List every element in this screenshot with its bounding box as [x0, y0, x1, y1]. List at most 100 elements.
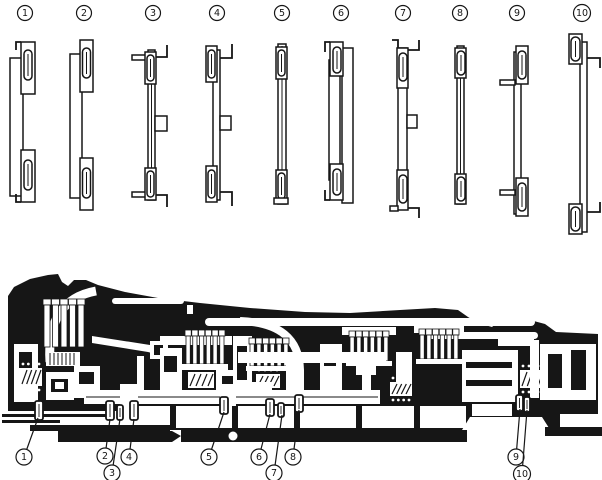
callout-circle	[103, 464, 121, 480]
bearing-dot	[391, 376, 395, 380]
clutch-finger	[426, 334, 432, 360]
callout-10: 10	[512, 409, 532, 480]
clutch-finger	[69, 304, 76, 348]
part-profile-3	[131, 45, 168, 207]
bearing-dot	[407, 398, 411, 402]
flange-hook	[587, 57, 601, 68]
bearing-dot	[32, 388, 36, 392]
bearing-dot	[32, 362, 36, 366]
case-rib	[176, 406, 232, 428]
clutch-finger-cap	[268, 337, 276, 345]
part-number-circle	[16, 4, 34, 22]
callout-label: 8	[290, 452, 296, 463]
part-number-5: 5	[273, 4, 291, 22]
callout-label: 6	[256, 452, 262, 463]
lever-link	[137, 356, 144, 398]
clutch-finger	[453, 334, 459, 360]
assembly-2	[160, 329, 250, 402]
detail-line	[207, 373, 214, 387]
detail-line	[273, 375, 280, 387]
return-spring	[20, 362, 42, 392]
callout-leader-line	[521, 409, 528, 475]
clutch-finger	[446, 334, 452, 360]
lever-arm	[92, 336, 167, 357]
bottom-structure	[2, 414, 602, 442]
clutch-finger	[433, 334, 439, 360]
return-spring	[188, 366, 214, 394]
cutout-shape	[154, 345, 163, 355]
callout-label: 7	[271, 468, 277, 479]
callout-label: 1	[21, 452, 27, 463]
detail-line	[26, 369, 33, 385]
callout-3: 3	[103, 418, 121, 480]
bearing-dot	[527, 364, 531, 368]
part-column-7: 7	[389, 4, 420, 218]
clutch-finger-cap	[218, 329, 226, 337]
part-shape	[579, 41, 588, 233]
bottom-band-left	[58, 431, 181, 442]
part-number-circle	[451, 4, 469, 22]
clutch-finger	[192, 335, 198, 365]
case-channel	[112, 298, 184, 304]
clutch-finger-cap	[51, 298, 60, 306]
callout-circle	[507, 448, 525, 466]
intermediate-shaft	[238, 352, 386, 363]
callout-8: 8	[284, 409, 302, 466]
clutch-finger-cap	[76, 298, 86, 306]
part-shape	[499, 79, 516, 86]
part-shape	[328, 59, 341, 181]
clutch-finger	[219, 335, 225, 365]
part-number-circle	[208, 4, 226, 22]
flange-hook	[220, 44, 233, 59]
callout-2: 2	[96, 418, 114, 465]
part-number-10: 10	[572, 3, 592, 23]
bearing-dot	[37, 388, 41, 392]
part-number-6: 6	[332, 4, 350, 22]
assembly-right	[498, 336, 596, 400]
part-number-label: 8	[457, 8, 463, 19]
part-number-label: 3	[150, 8, 156, 19]
part-column-3: 3	[131, 4, 168, 207]
callout-1: 1	[15, 417, 39, 466]
cutout-shape	[548, 354, 562, 388]
case-channel-long	[205, 318, 535, 326]
part-number-circle	[273, 4, 291, 22]
part-number-label: 7	[400, 8, 406, 19]
clutch-finger-cap	[262, 337, 270, 345]
part-profile-8	[454, 45, 467, 205]
clutch-finger	[52, 304, 59, 348]
part-profile-1	[9, 41, 36, 203]
bearing-dot	[21, 388, 25, 392]
part-shape	[499, 189, 516, 196]
clutch-finger-cap	[368, 330, 376, 338]
drain-hole	[228, 431, 238, 441]
callout-label: 3	[109, 468, 115, 479]
cross-section-illustration	[2, 274, 602, 442]
bearing-dot	[391, 398, 395, 402]
clutch-finger-cap	[198, 329, 206, 337]
part-column-1: 1	[9, 4, 36, 203]
bottom-band-center	[181, 430, 467, 442]
clutch-finger	[77, 304, 85, 348]
bearing-dot	[202, 366, 206, 370]
clutch-finger-cap	[355, 330, 363, 338]
detail-line	[400, 383, 407, 395]
part-number-8: 8	[451, 4, 469, 22]
part-column-9: 9	[499, 4, 529, 217]
detail-line	[396, 383, 403, 395]
part-column-2: 2	[69, 4, 94, 211]
case-stud	[352, 303, 358, 311]
bottom-rail	[2, 414, 108, 417]
part-shape	[462, 350, 518, 402]
clutch-finger-cap	[418, 328, 426, 336]
part-number-label: 1	[22, 8, 28, 19]
clutch-finger	[439, 334, 445, 360]
bearing-dot	[257, 368, 261, 372]
callout-9: 9	[507, 408, 525, 466]
flange-hook	[408, 207, 420, 218]
part-shape	[273, 197, 289, 205]
splined-hub	[46, 352, 80, 366]
callout-circle	[120, 448, 138, 466]
